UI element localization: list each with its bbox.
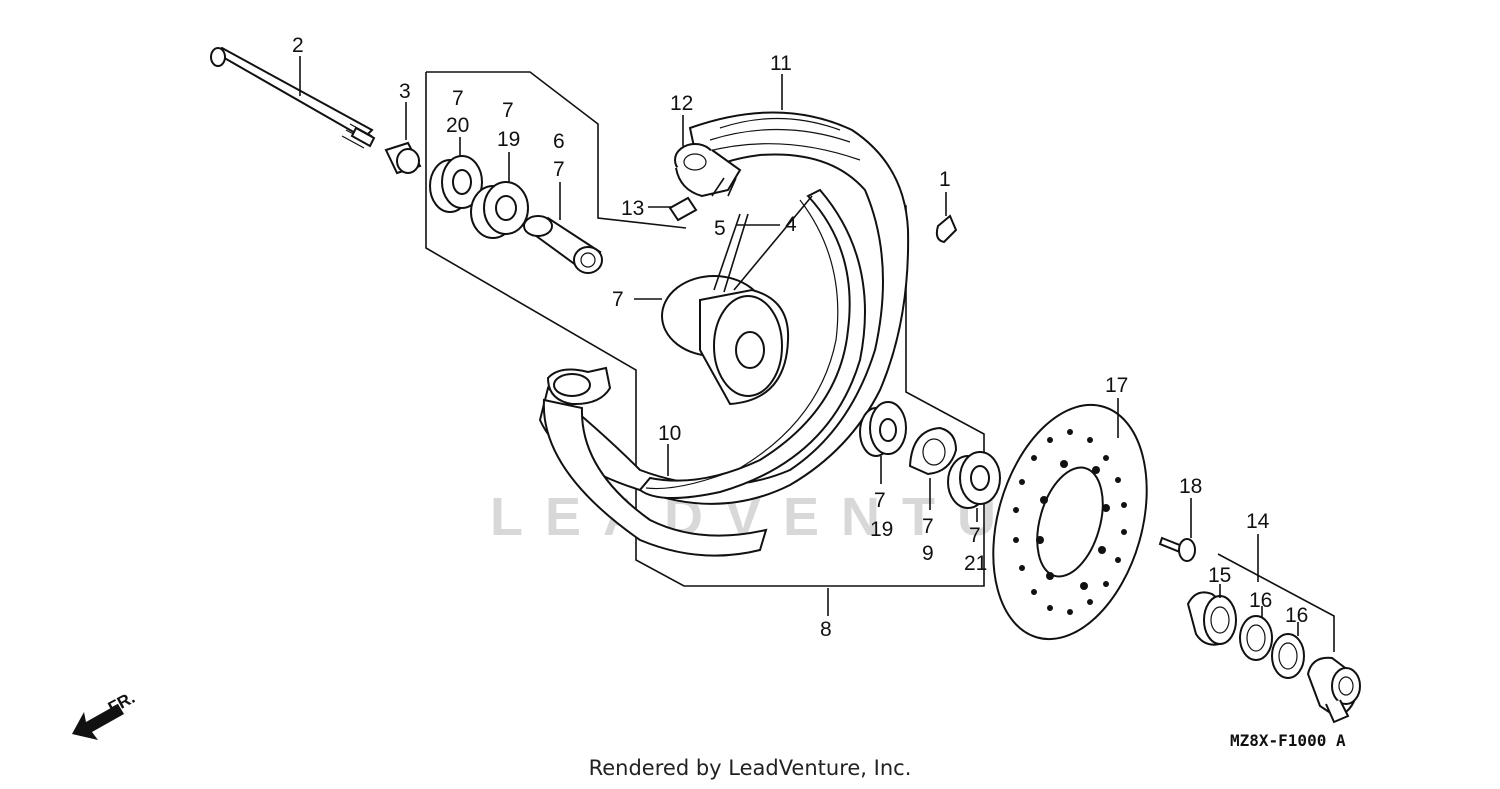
diagram-code: MZ8X-F1000 A bbox=[1230, 731, 1346, 750]
callout-2: 2 bbox=[292, 34, 304, 57]
callout-1: 1 bbox=[939, 168, 951, 191]
footer-credit: Rendered by LeadVenture, Inc. bbox=[588, 756, 912, 780]
callout-17: 17 bbox=[1105, 374, 1128, 397]
callout-7b: 7 bbox=[502, 99, 514, 122]
callout-6: 6 bbox=[553, 130, 565, 153]
callout-19a: 19 bbox=[497, 128, 520, 151]
brake-disc-part[interactable] bbox=[968, 387, 1173, 657]
callout-16a: 16 bbox=[1249, 589, 1272, 612]
callout-13: 13 bbox=[621, 197, 644, 220]
callout-10: 10 bbox=[658, 422, 681, 445]
callout-12: 12 bbox=[670, 92, 693, 115]
valve-cap-part[interactable] bbox=[935, 214, 958, 244]
callout-7d: 7 bbox=[612, 288, 624, 311]
callout-7c: 7 bbox=[553, 158, 565, 181]
callout-14: 14 bbox=[1246, 510, 1270, 533]
hub-part[interactable] bbox=[661, 195, 813, 406]
callout-9: 9 bbox=[922, 542, 934, 565]
callout-7f: 7 bbox=[922, 515, 934, 538]
callout-7e: 7 bbox=[874, 489, 886, 512]
bearing-20-part[interactable] bbox=[429, 155, 483, 213]
disc-bolt-part[interactable] bbox=[1158, 536, 1196, 562]
callout-18: 18 bbox=[1179, 475, 1202, 498]
callout-21: 21 bbox=[964, 552, 987, 575]
callout-15: 15 bbox=[1208, 564, 1231, 587]
retainer-part[interactable] bbox=[1239, 615, 1273, 661]
rim-band-part[interactable] bbox=[668, 196, 698, 222]
callout-19b: 19 bbox=[870, 518, 893, 541]
callout-3: 3 bbox=[399, 80, 411, 103]
callout-20: 20 bbox=[446, 114, 469, 137]
callout-7g: 7 bbox=[969, 524, 981, 547]
axle-part[interactable] bbox=[210, 46, 376, 149]
front-direction-arrow: FR. bbox=[72, 688, 138, 740]
callout-11: 11 bbox=[770, 52, 792, 75]
distance-collar-part[interactable] bbox=[523, 215, 603, 274]
callout-8: 8 bbox=[820, 618, 832, 641]
callout-5: 5 bbox=[714, 217, 726, 240]
callout-16b: 16 bbox=[1285, 604, 1308, 627]
gearbox-housing-part[interactable] bbox=[1306, 656, 1361, 724]
tire-part[interactable] bbox=[538, 111, 910, 557]
callout-7a: 7 bbox=[452, 87, 464, 110]
bearing-19-part[interactable] bbox=[470, 181, 529, 239]
speedometer-gear-part[interactable] bbox=[1186, 591, 1237, 646]
bearing-19-right-part[interactable] bbox=[859, 401, 907, 457]
tube-part[interactable] bbox=[674, 143, 742, 198]
rim-part[interactable] bbox=[638, 188, 866, 499]
bearing-21-part[interactable] bbox=[947, 451, 1001, 509]
seal-part[interactable] bbox=[1271, 633, 1305, 679]
axle-collar-part[interactable] bbox=[384, 141, 422, 175]
dust-seal-part[interactable] bbox=[908, 426, 958, 476]
